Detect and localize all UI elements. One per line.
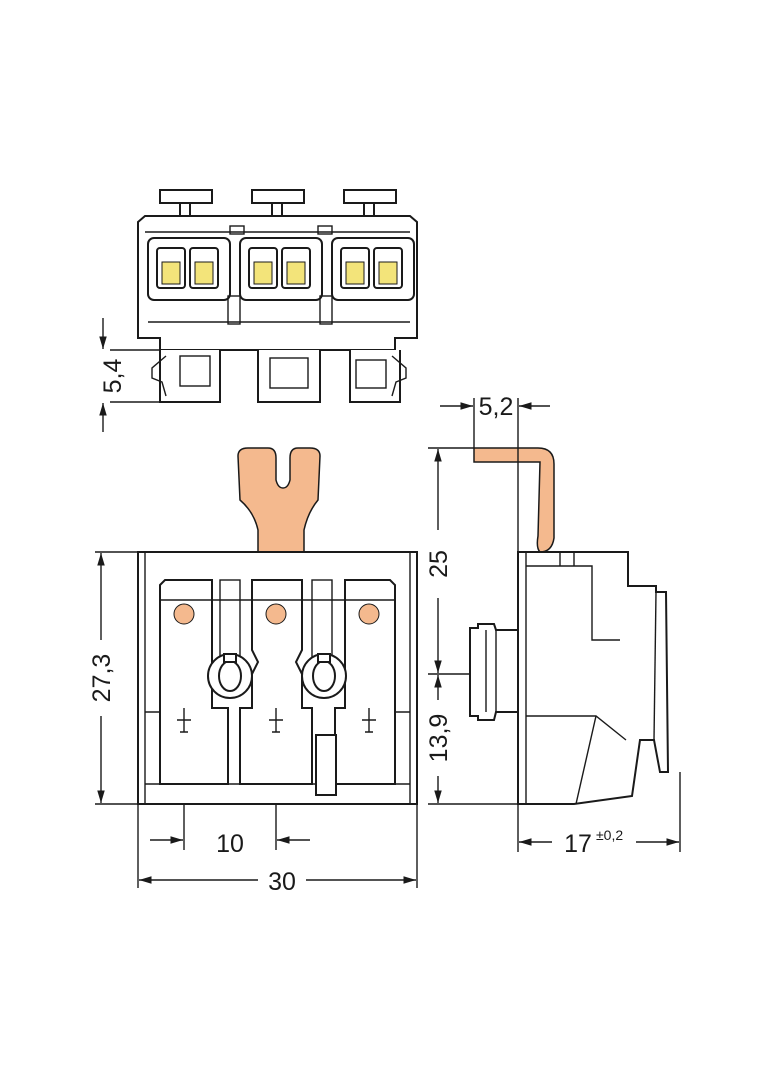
dim-front-height: 27,3 — [88, 551, 138, 805]
dim-depth: 17 ±0,2 — [517, 772, 681, 858]
clamp-openings — [147, 237, 415, 301]
dim-lower-height: 13,9 — [425, 675, 518, 805]
polarity-marks — [177, 708, 376, 733]
contact-dots — [173, 603, 380, 625]
dim-label-depth-tolerance: ±0,2 — [596, 827, 623, 843]
dim-pin-spacing: 10 — [150, 804, 310, 858]
side-housing — [517, 551, 670, 805]
contact-pin — [237, 447, 321, 553]
dim-pin-height: 25 — [425, 447, 474, 675]
side-latch — [469, 622, 519, 721]
latch-feet — [151, 350, 407, 403]
dim-pin-offset: 5,2 — [440, 393, 550, 552]
contact-plates — [159, 579, 396, 796]
dim-label-top-height: 5,4 — [99, 359, 127, 394]
dim-label-front-height: 27,3 — [88, 654, 116, 703]
dim-label-total-width: 30 — [268, 868, 296, 896]
dim-label-pin-offset: 5,2 — [479, 393, 514, 421]
dim-label-pin-spacing: 10 — [216, 830, 244, 858]
front-view: 27,3 10 30 — [88, 447, 418, 896]
dim-total-width: 30 — [137, 804, 418, 896]
dim-top-height: 5,4 — [99, 318, 160, 432]
top-view: 5,4 — [99, 189, 418, 432]
mounting-holes — [207, 653, 347, 699]
side-contact-pin — [473, 447, 555, 553]
springs — [156, 247, 403, 289]
side-view: 5,2 25 13,9 17 ±0,2 — [425, 393, 681, 858]
dim-label-depth: 17 — [564, 830, 592, 858]
dim-label-lower-height: 13,9 — [425, 714, 453, 763]
dim-label-pin-height: 25 — [425, 550, 453, 578]
